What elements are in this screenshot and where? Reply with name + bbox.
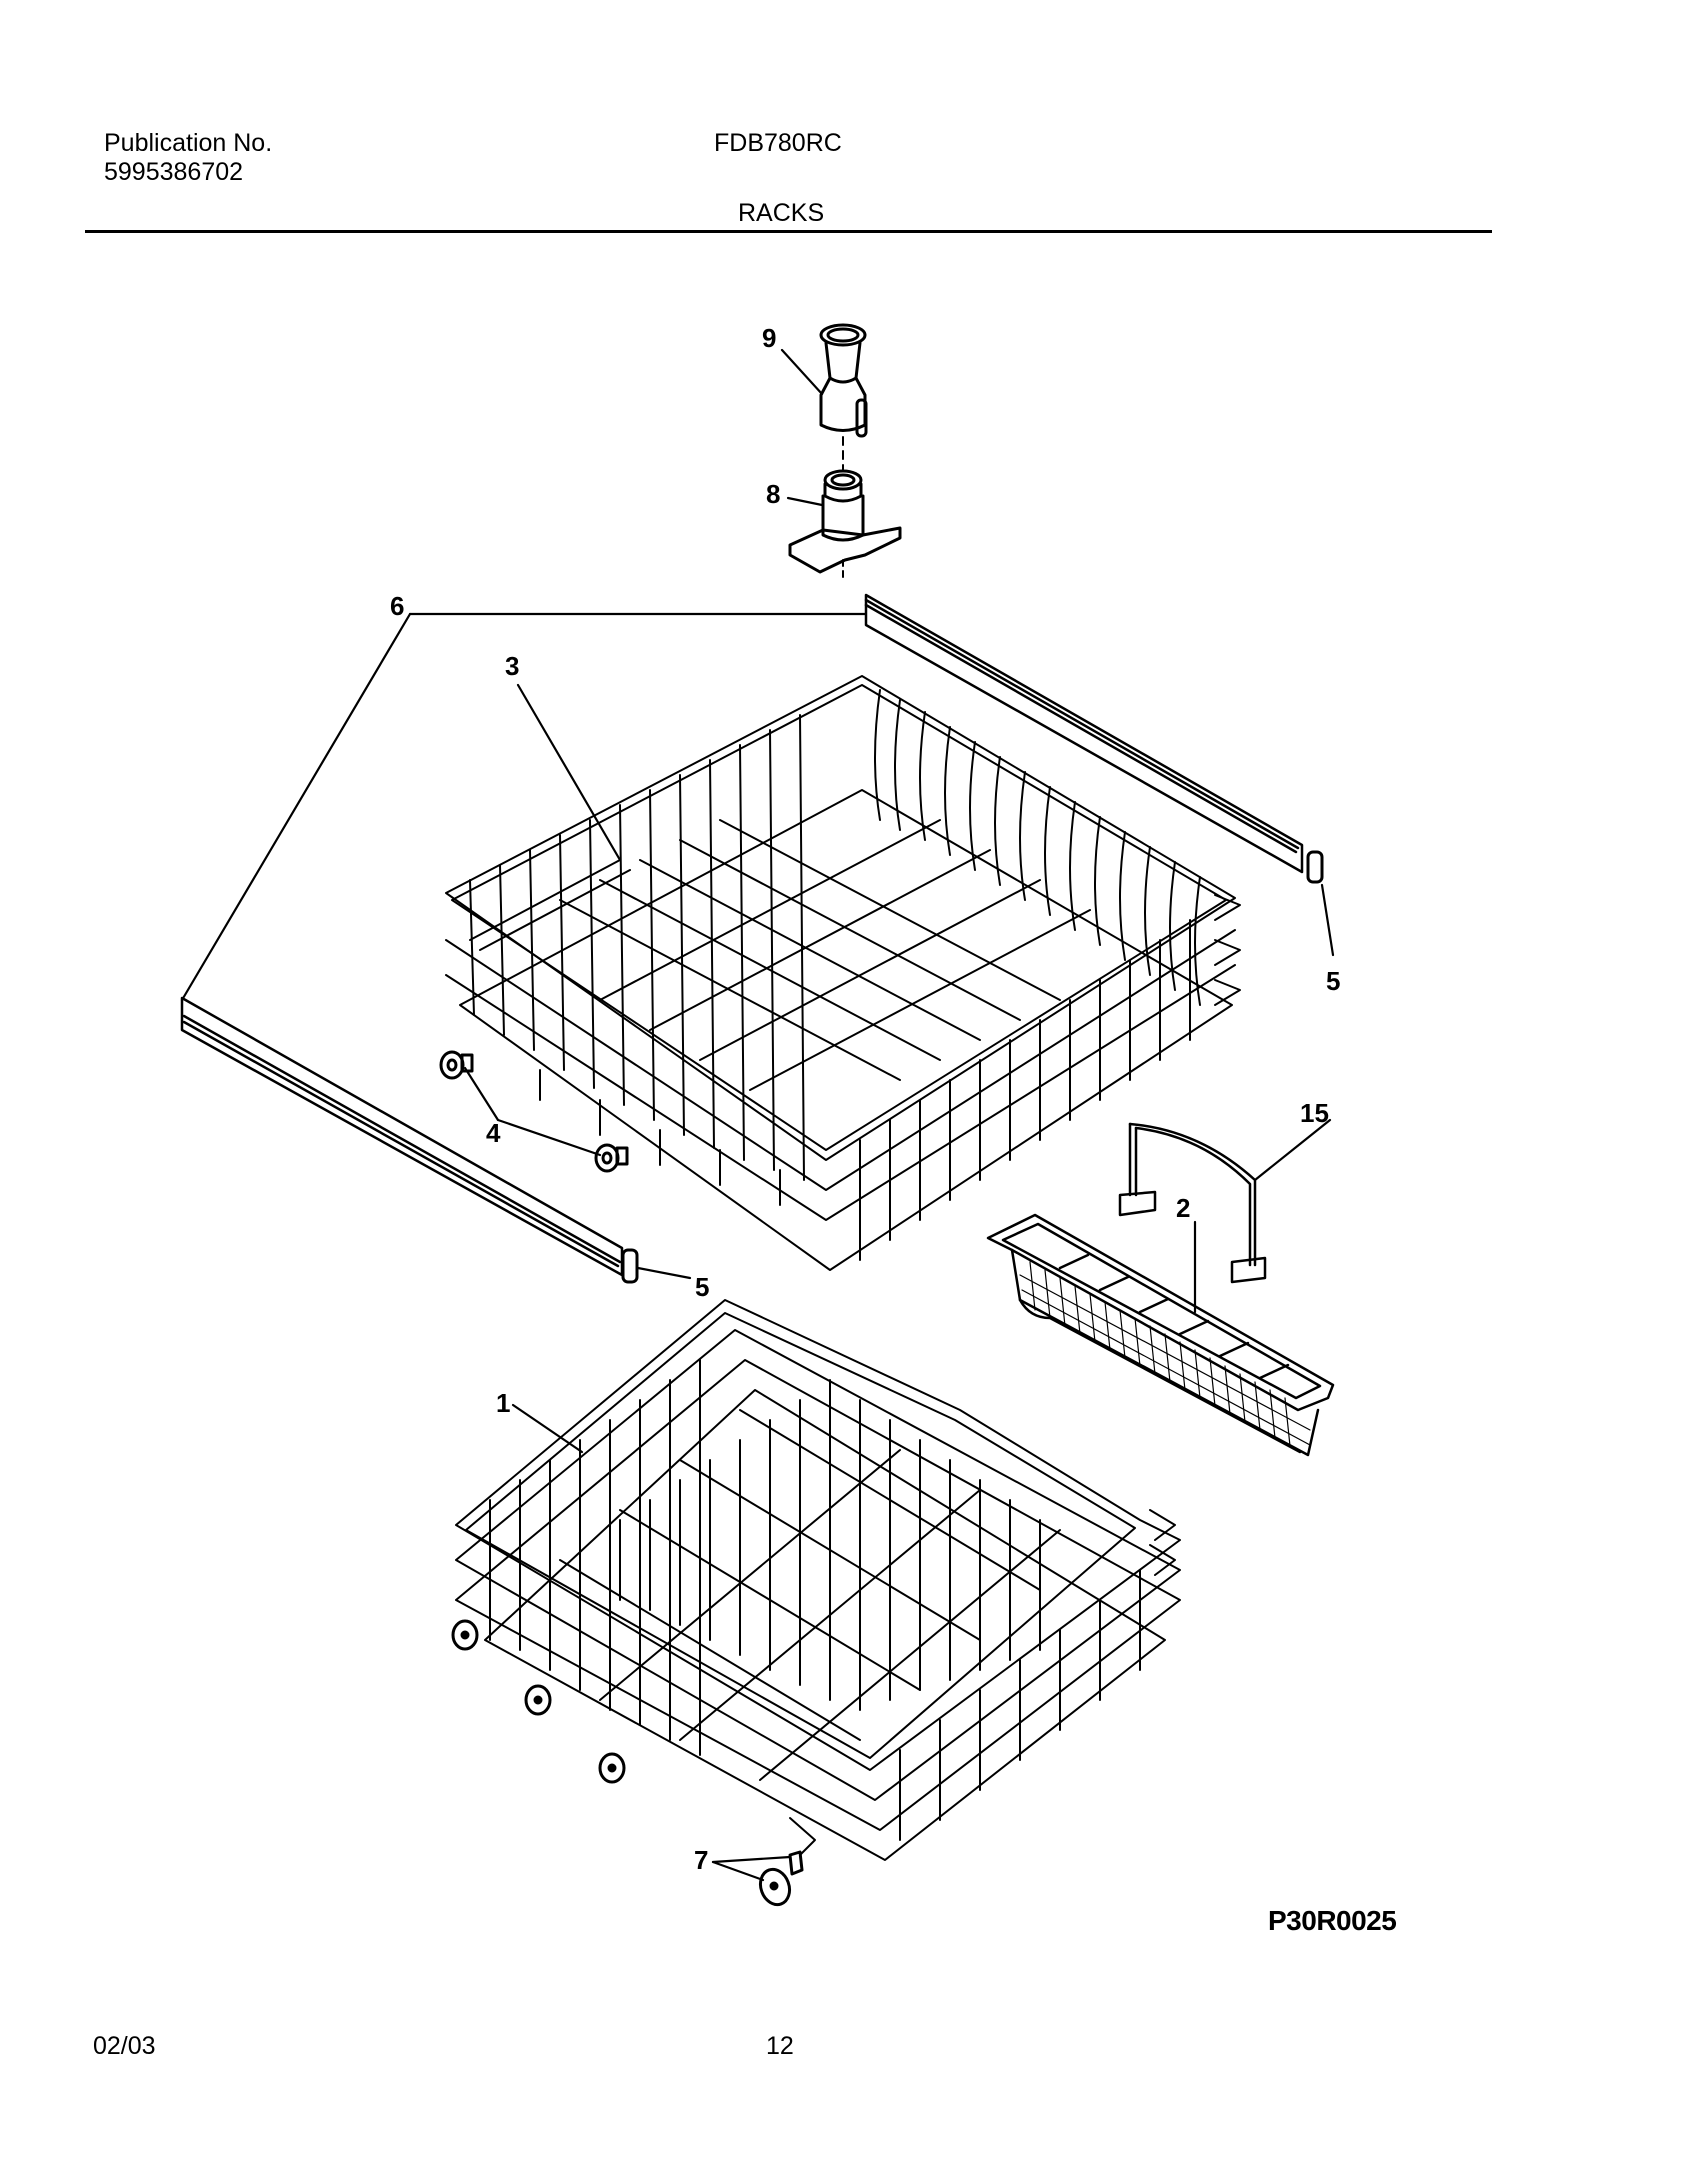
callout-15: 15: [1300, 1098, 1329, 1128]
spray-nozzle-part-9: [821, 325, 866, 470]
lower-rack-wheel-part-7: [756, 1852, 802, 1909]
upper-rack-part-3: [446, 676, 1240, 1270]
figure-code: P30R0025: [1268, 1905, 1397, 1936]
slide-rail-right-part-6: [866, 595, 1302, 872]
leader-lines: [182, 350, 1333, 1880]
callout-4: 4: [486, 1118, 501, 1148]
callout-1: 1: [496, 1388, 511, 1418]
model-number: FDB780RC: [714, 129, 842, 157]
callout-2: 2: [1176, 1193, 1191, 1223]
publication-number: 5995386702: [104, 158, 244, 186]
header-rule: [85, 230, 1492, 233]
lower-rack-wheels: [453, 1621, 624, 1782]
footer-date: 02/03: [93, 2032, 156, 2060]
callout-6: 6: [390, 591, 405, 621]
manifold-part-8: [790, 471, 900, 580]
basket-handle-part-15: [1120, 1124, 1265, 1282]
slide-rail-left-part-6: [182, 998, 622, 1275]
callout-5-right: 5: [1326, 966, 1341, 996]
callout-7: 7: [694, 1845, 709, 1875]
callout-8: 8: [766, 479, 781, 509]
publication-label: Publication No.: [104, 129, 273, 157]
section-title: RACKS: [738, 199, 825, 227]
callout-5-left: 5: [695, 1272, 710, 1302]
end-cap-left-part-5: [623, 1250, 637, 1282]
lower-rack-part-1: [456, 1300, 1180, 1860]
callout-9: 9: [762, 323, 777, 353]
callout-3: 3: [505, 651, 520, 681]
page-number: 12: [766, 2032, 794, 2060]
silverware-basket-part-2: [988, 1215, 1333, 1455]
end-cap-right-part-5: [1308, 852, 1322, 882]
